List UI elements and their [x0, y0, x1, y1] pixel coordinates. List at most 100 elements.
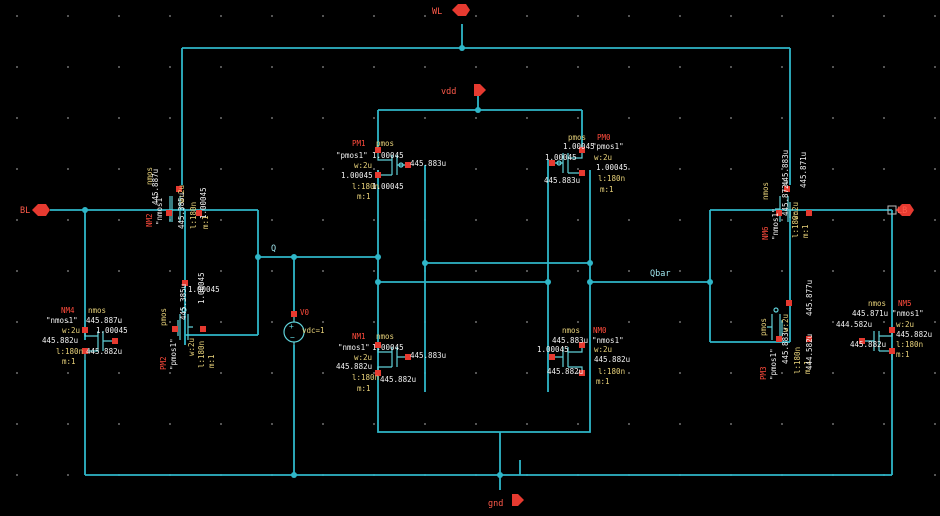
grid-dot	[781, 423, 783, 425]
device-param-label: 445.883u	[552, 336, 588, 345]
grid-dot	[67, 474, 69, 476]
grid-dot	[883, 270, 885, 272]
device-nm1[interactable]: NM1 nmos "nmos1" 1.00045 w:2u 445.883u 4…	[336, 332, 446, 393]
grid-dot	[883, 219, 885, 221]
device-pm3[interactable]: PM3 "pmos1" pmos 445.883u l:180n m:1 w:2…	[759, 280, 814, 380]
grid-dot	[475, 321, 477, 323]
pin-vdd[interactable]: vdd	[441, 84, 486, 97]
device-param-label: nmos	[761, 182, 770, 200]
grid-dot	[526, 15, 528, 17]
device-param-label: "nmos1"	[771, 208, 780, 240]
device-param-label: l:180n	[896, 340, 923, 349]
pin-gnd-label: gnd	[488, 499, 503, 509]
device-param-label: NM6	[761, 226, 770, 240]
pin-gnd[interactable]: gnd	[488, 494, 524, 509]
grid-dot	[730, 219, 732, 221]
grid-dot	[526, 219, 528, 221]
pin-bl[interactable]: BL	[20, 204, 50, 216]
pin-wl[interactable]: WL	[432, 4, 470, 17]
device-param-label: 444.582u	[805, 334, 814, 370]
junction-bl	[82, 207, 88, 213]
device-nm5[interactable]: nmos NM5 445.871u "nmos1" 444.582u w:2u …	[836, 299, 932, 360]
grid-dot	[679, 372, 681, 374]
grid-dot	[934, 117, 936, 119]
grid-dot	[67, 423, 69, 425]
grid-dot	[169, 168, 171, 170]
grid-dot	[577, 219, 579, 221]
device-param-label: l:180n	[791, 211, 800, 238]
grid-dot	[322, 321, 324, 323]
source-value: vdc=1	[302, 326, 325, 335]
pin-vdd-icon	[474, 84, 486, 96]
device-param-label: w:2u	[781, 314, 790, 332]
device-param-label: 445.883u	[781, 328, 790, 364]
device-param-label: PM1	[352, 139, 366, 148]
device-param-label: −	[290, 333, 295, 342]
grid-dot	[628, 168, 630, 170]
grid-dot	[730, 15, 732, 17]
device-param-label: 445.883u	[544, 176, 580, 185]
net-label-qbar: Qbar	[650, 269, 670, 279]
device-param-label: "pmos1"	[769, 348, 778, 380]
pin-lb-label: LB	[897, 206, 907, 216]
junction-vdd	[475, 107, 481, 113]
grid-dot	[373, 270, 375, 272]
device-param-label: "nmos1"	[892, 309, 924, 318]
junction-q-col	[375, 254, 381, 260]
grid-dot	[271, 423, 273, 425]
device-param-label: w:2u	[354, 161, 372, 170]
device-param-label: "pmos1"	[592, 142, 624, 151]
grid-dot	[169, 117, 171, 119]
device-param-label: 445.385u	[179, 284, 188, 320]
junction-qbar-right	[707, 279, 713, 285]
grid-dot	[118, 423, 120, 425]
device-param-label: l:180n	[352, 182, 379, 191]
grid-dot	[883, 168, 885, 170]
grid-dot	[934, 66, 936, 68]
grid-dot	[628, 117, 630, 119]
device-param-label: l:180n	[352, 373, 379, 382]
grid-dot	[832, 423, 834, 425]
grid-dot	[118, 321, 120, 323]
device-param-label: 444.582u	[836, 320, 872, 329]
device-param-label: "nmos1"	[338, 343, 370, 352]
device-param-label: pmos	[759, 318, 768, 336]
device-pm0[interactable]: pmos PM0 1.00045 "pmos1" 1.00045 w:2u 1.…	[544, 133, 628, 194]
device-pm2[interactable]: PM2 "pmos1" pmos 445.385u w:2u 1.00045 l…	[159, 272, 220, 370]
device-param-label: 445.882u	[86, 347, 122, 356]
grid-dot	[220, 270, 222, 272]
grid-dot	[67, 66, 69, 68]
pin-bl-icon	[32, 204, 50, 216]
device-param-label: l:180n	[197, 341, 206, 368]
grid-dot	[220, 66, 222, 68]
voltage-source-v0[interactable]: + − V0 vdc=1	[283, 308, 325, 345]
device-param-label: m:1	[596, 377, 610, 386]
grid-dot	[373, 219, 375, 221]
device-nm2[interactable]: nmos "nmos1" NM2 445.887u 445.385u w:2u …	[145, 167, 210, 229]
device-param-label: 1.00045	[96, 326, 128, 335]
grid-dot	[118, 117, 120, 119]
device-param-label: 1.00045	[372, 182, 404, 191]
device-param-label: l:180n	[598, 367, 625, 376]
pin-lb[interactable]: LB	[887, 204, 914, 216]
device-param-label: NM4	[61, 306, 75, 315]
device-pm1[interactable]: PM1 pmos "pmos1" 1.00045 w:2u 445.883u 1…	[336, 139, 446, 201]
device-nm6[interactable]: NM6 "nmos1" nmos 445.872u l:180n m:1 w:2…	[761, 150, 812, 240]
grid-dot	[424, 66, 426, 68]
device-param-label: 445.883u	[410, 159, 446, 168]
grid-dot	[475, 372, 477, 374]
grid-dot	[628, 66, 630, 68]
device-param-label: m:1	[600, 185, 614, 194]
grid-dot	[934, 474, 936, 476]
device-nm4[interactable]: NM4 nmos "nmos1" 445.887u w:2u 1.00045 4…	[42, 306, 128, 366]
grid-dot	[679, 168, 681, 170]
grid-dot	[832, 117, 834, 119]
device-nm0[interactable]: nmos NM0 445.883u "nmos1" 1.00045 w:2u 4…	[537, 326, 630, 386]
device-param-label: +	[289, 322, 294, 331]
device-param-label: 445.882u	[896, 330, 932, 339]
grid-dot	[730, 117, 732, 119]
grid-dot	[526, 66, 528, 68]
grid-dot	[373, 66, 375, 68]
device-param-label: l:180n	[56, 347, 83, 356]
